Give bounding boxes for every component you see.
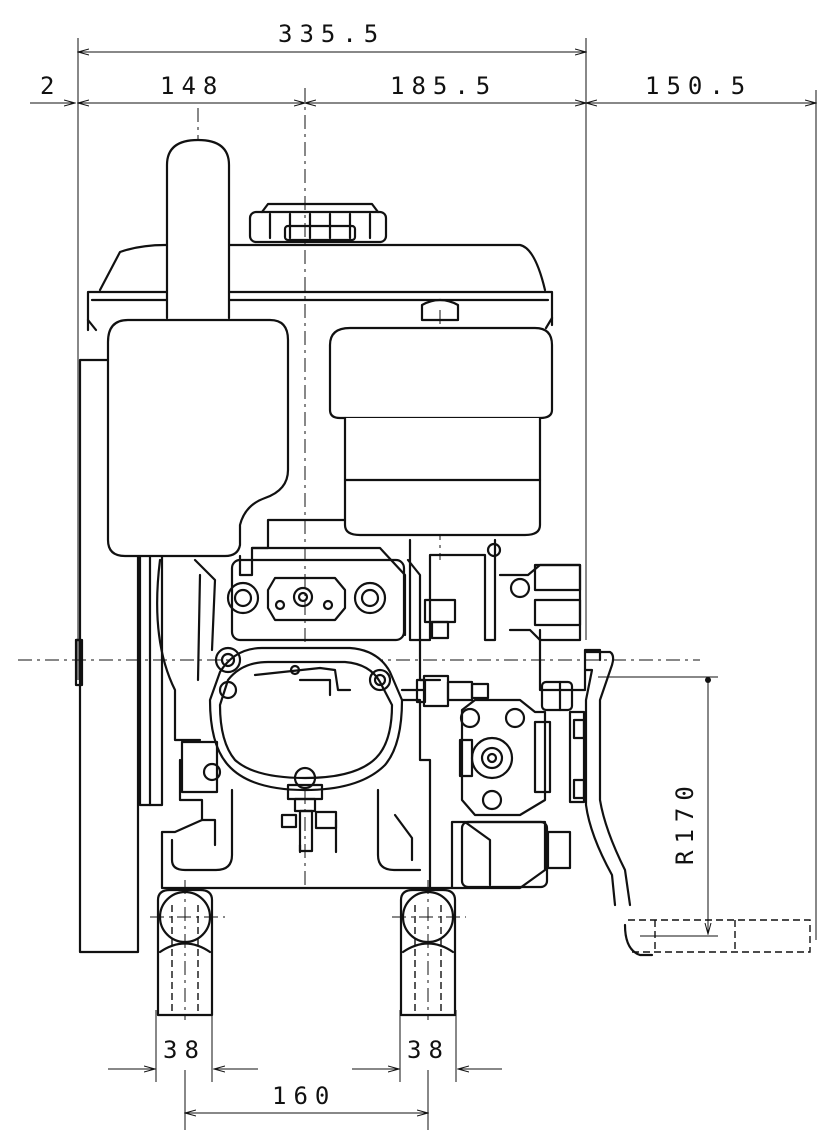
mounting-foot-right — [399, 888, 457, 1017]
exhaust-elbow — [156, 558, 217, 742]
muffler — [106, 318, 290, 558]
extension-lines — [77, 38, 817, 1130]
exhaust-pipe — [165, 138, 231, 320]
governor-assembly — [498, 563, 602, 712]
mounting-foot-left — [156, 888, 214, 1017]
dim-mount-spacing: 160 — [272, 1082, 336, 1110]
engine-block — [226, 518, 407, 642]
fuel-injection-line — [400, 674, 490, 708]
injection-pump — [458, 698, 586, 817]
dim-overall-width: 335.5 — [278, 20, 385, 48]
rocker-cover — [208, 646, 404, 792]
dim-mount-width-left: 38 — [163, 1036, 206, 1064]
fuel-tank-cover — [86, 243, 554, 332]
dim-crank-radius: R170 — [671, 779, 699, 865]
dim-mount-width-right: 38 — [407, 1036, 450, 1064]
starting-crank-handle — [584, 650, 811, 957]
dim-left-to-center: 148 — [160, 72, 224, 100]
fuel-cap — [248, 202, 388, 244]
crankcase-base — [160, 698, 572, 890]
intake-manifold — [406, 538, 502, 682]
dimension-lines — [30, 52, 816, 1113]
dim-center-to-right: 185.5 — [390, 72, 497, 100]
dim-crank-extension: 150.5 — [645, 72, 752, 100]
air-cleaner — [328, 298, 554, 537]
dim-left-offset: 2 — [40, 72, 61, 100]
fuel-cock — [280, 783, 338, 854]
